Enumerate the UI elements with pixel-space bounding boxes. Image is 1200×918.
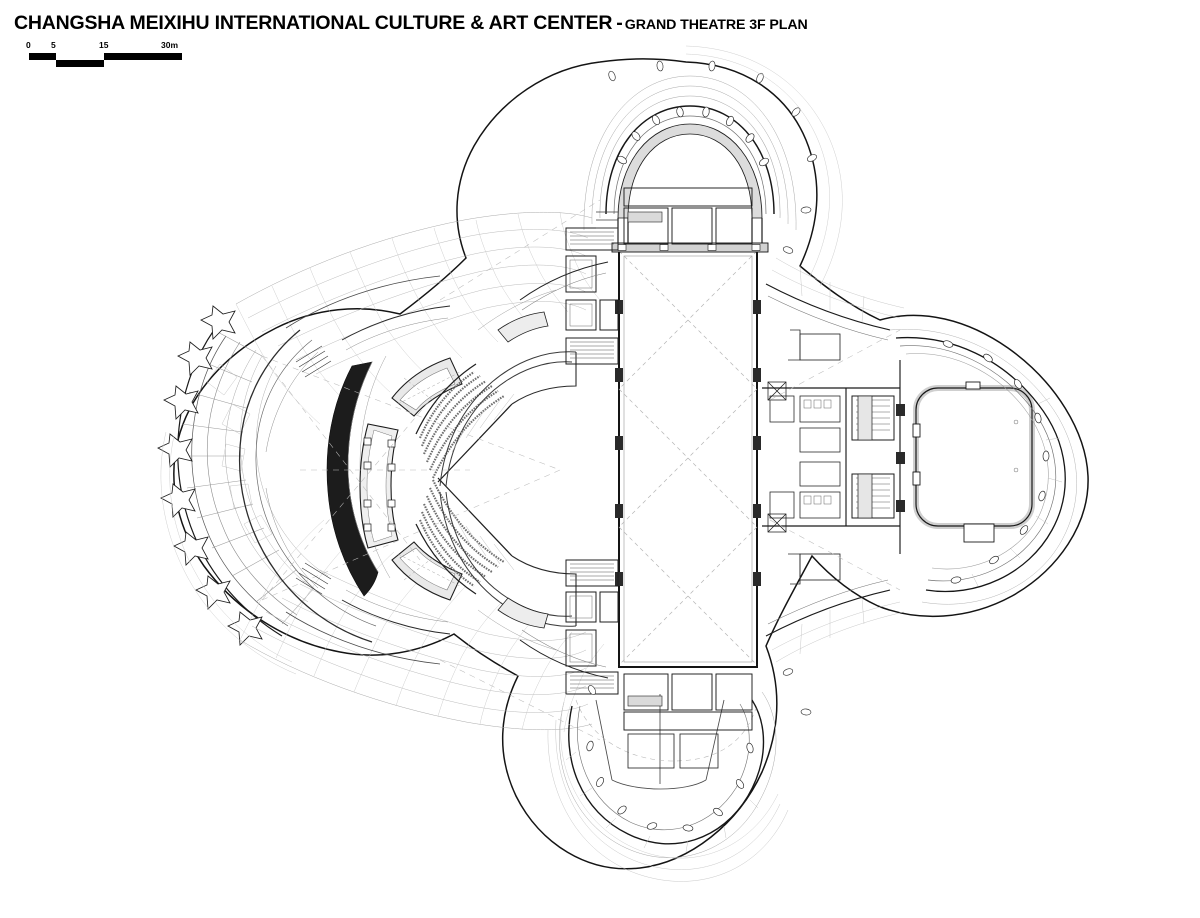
page-title: CHANGSHA MEIXIHU INTERNATIONAL CULTURE &… — [14, 12, 613, 34]
title-block: CHANGSHA MEIXIHU INTERNATIONAL CULTURE &… — [14, 12, 808, 35]
scale-tick-30: 30m — [161, 40, 179, 50]
east-back-of-house — [762, 360, 905, 554]
west-gridshell-north — [235, 211, 601, 425]
envelope-detail-ticks — [588, 60, 818, 716]
east-rehearsal-room — [912, 381, 1035, 543]
scale-segment-15-30 — [104, 53, 182, 60]
west-inner-shell-walls — [238, 329, 391, 643]
facade-structural-nodes — [157, 305, 263, 646]
foyer-edge-profiles — [477, 261, 609, 679]
setting-out-lines — [261, 199, 901, 741]
side-box-lower — [391, 541, 463, 601]
scale-bar: 0 5 15 30m — [24, 40, 224, 70]
east-connector-shell — [765, 257, 905, 663]
void-crosshatch — [618, 250, 758, 666]
scale-tick-0: 0 — [26, 40, 31, 50]
west-gridshell-south — [239, 519, 605, 733]
west-shell-facade — [157, 305, 329, 646]
scale-tick-5: 5 — [51, 40, 56, 50]
central-void-volume — [615, 250, 761, 668]
auditorium-balcony-seating — [415, 351, 577, 627]
south-wing-lobe — [547, 691, 789, 882]
west-lobby-curves — [265, 275, 451, 665]
side-box-upper — [391, 357, 463, 417]
title-separator: - — [616, 12, 623, 34]
service-core-south — [565, 559, 753, 769]
service-core-north — [565, 187, 753, 365]
outer-offset-lines — [160, 45, 843, 859]
east-shell-facade — [889, 329, 1077, 605]
scale-segment-5-15 — [56, 60, 104, 67]
building-envelope — [173, 58, 1089, 870]
technical-gallery-west — [359, 423, 399, 549]
envelope-outer — [173, 58, 1089, 870]
north-wing-arched-hall — [583, 75, 797, 253]
scale-tick-15: 15 — [99, 40, 109, 50]
page-subtitle: GRAND THEATRE 3F PLAN — [624, 17, 808, 33]
scale-segment-0-5 — [29, 53, 56, 60]
